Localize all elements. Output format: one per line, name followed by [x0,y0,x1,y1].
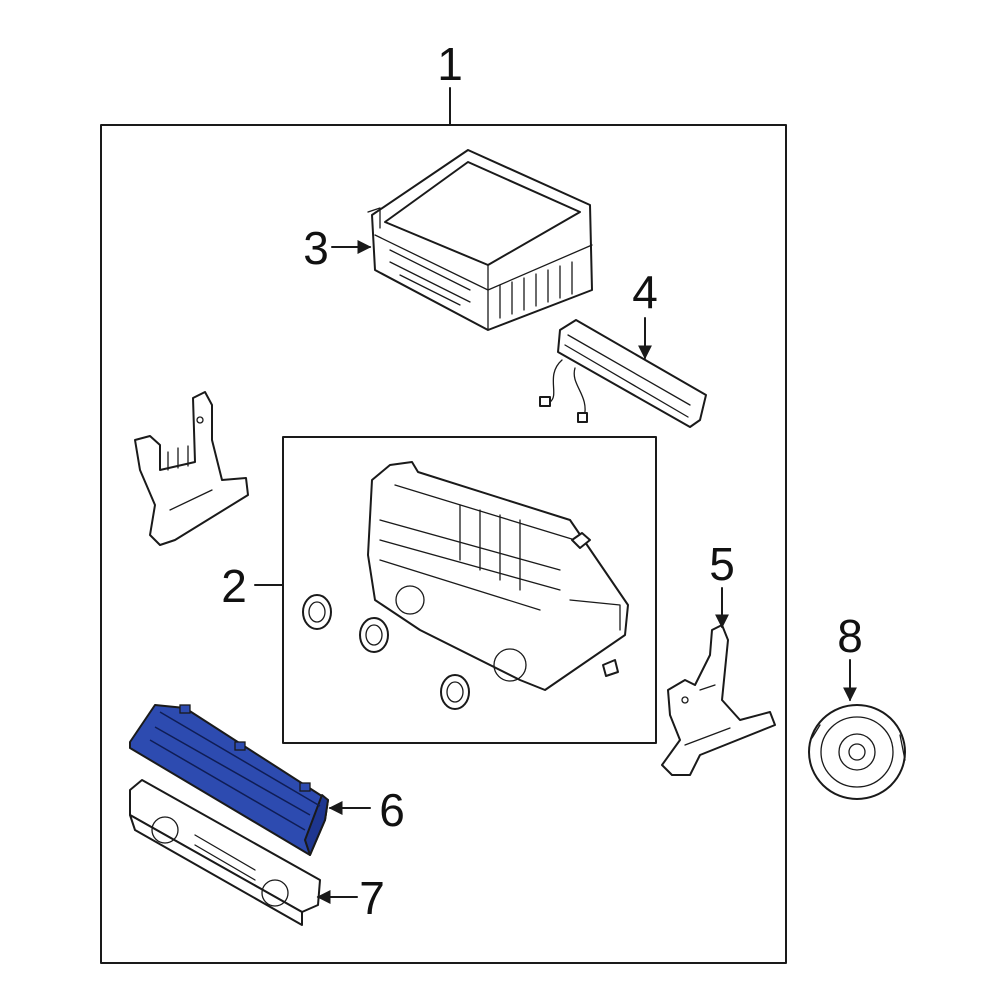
callout-8: 8 [837,610,863,662]
callout-5: 5 [709,538,735,590]
left-mounting-bracket[interactable] [134,391,249,546]
part-4-display-module[interactable] [539,319,707,428]
part-6-control-panel[interactable] [129,704,329,856]
callout-7: 7 [359,872,385,924]
callout-1: 1 [437,38,463,90]
part-3-receiver-unit[interactable] [367,149,593,331]
callout-3: 3 [303,222,329,274]
callout-4: 4 [632,266,658,318]
part-8-speaker[interactable] [808,704,906,800]
part-5-right-bracket[interactable] [661,624,776,776]
part-7-bezel[interactable] [129,779,321,926]
subassembly-frame [282,436,657,744]
part-2-control-assembly[interactable] [302,461,629,710]
callout-2: 2 [221,560,247,612]
callout-6: 6 [379,784,405,836]
assembly-frame [100,124,787,964]
